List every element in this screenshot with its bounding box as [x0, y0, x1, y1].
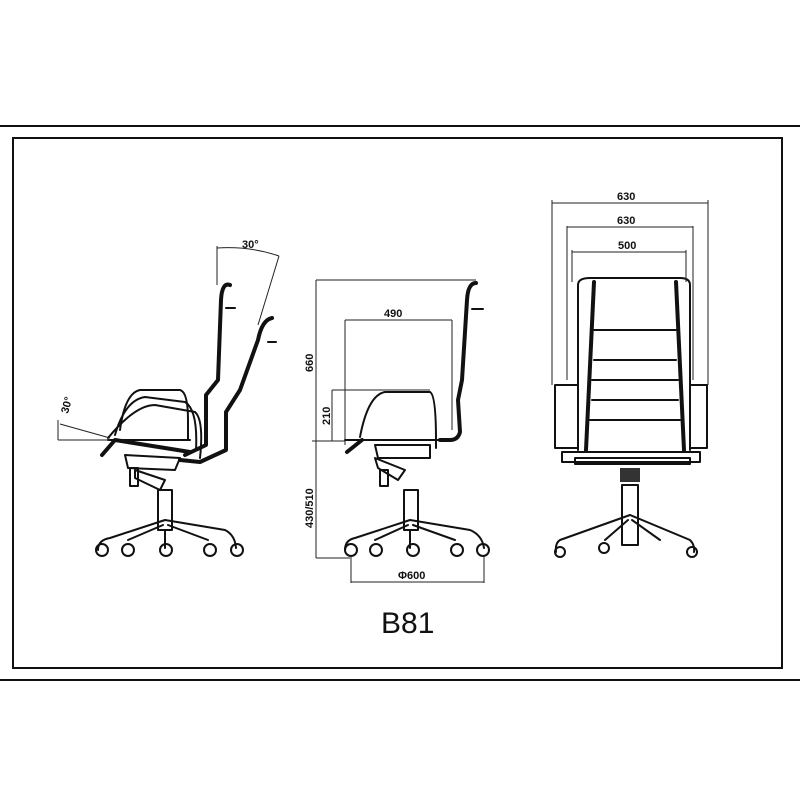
seat-depth-label: 490 — [384, 308, 402, 320]
model-title: B81 — [381, 607, 434, 640]
armrest-height-label: 210 — [321, 407, 333, 425]
back-recline-angle-label: 30° — [242, 239, 259, 251]
adjust-knob — [620, 468, 640, 482]
seat-tilt-angle-label: 30° — [59, 396, 75, 415]
seat-height-label: 430/510 — [304, 488, 316, 528]
base-diameter-label: Φ600 — [398, 570, 425, 582]
front-view: 630 630 500 — [551, 191, 709, 558]
profile-view: 660 430/510 210 490 Φ600 — [304, 279, 490, 583]
drawing-border — [12, 137, 783, 669]
seat-width-label: 500 — [618, 240, 636, 252]
back-height-label: 660 — [304, 354, 316, 372]
side-view: 30° 30° — [57, 239, 280, 557]
overall-width-label: 630 — [617, 191, 635, 203]
arm-width-label: 630 — [617, 215, 635, 227]
